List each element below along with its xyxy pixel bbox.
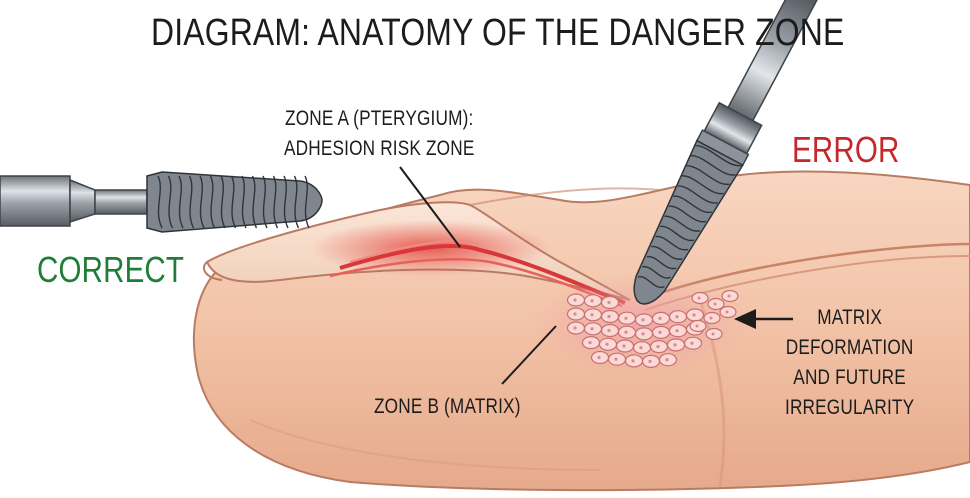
matrix-note-label: MATRIX DEFORMATION AND FUTURE IRREGULARI… — [785, 303, 914, 423]
zone-b-label: ZONE B (MATRIX) — [374, 395, 521, 419]
error-label: ERROR — [792, 129, 899, 171]
correct-label: CORRECT — [37, 249, 184, 291]
matrix-note-line: AND FUTURE — [785, 363, 914, 393]
matrix-note-line: MATRIX — [785, 303, 914, 333]
zone-a-label: ZONE A (PTERYGIUM): ADHESION RISK ZONE — [284, 104, 474, 164]
zone-a-label-line: ZONE A (PTERYGIUM): — [284, 104, 474, 134]
correct-burr-tool — [0, 172, 322, 232]
matrix-note-line: DEFORMATION — [785, 333, 914, 363]
matrix-note-line: IRREGULARITY — [785, 393, 914, 423]
diagram-title: DIAGRAM: ANATOMY OF THE DANGER ZONE — [151, 12, 844, 55]
zone-a-label-line: ADHESION RISK ZONE — [284, 134, 474, 164]
